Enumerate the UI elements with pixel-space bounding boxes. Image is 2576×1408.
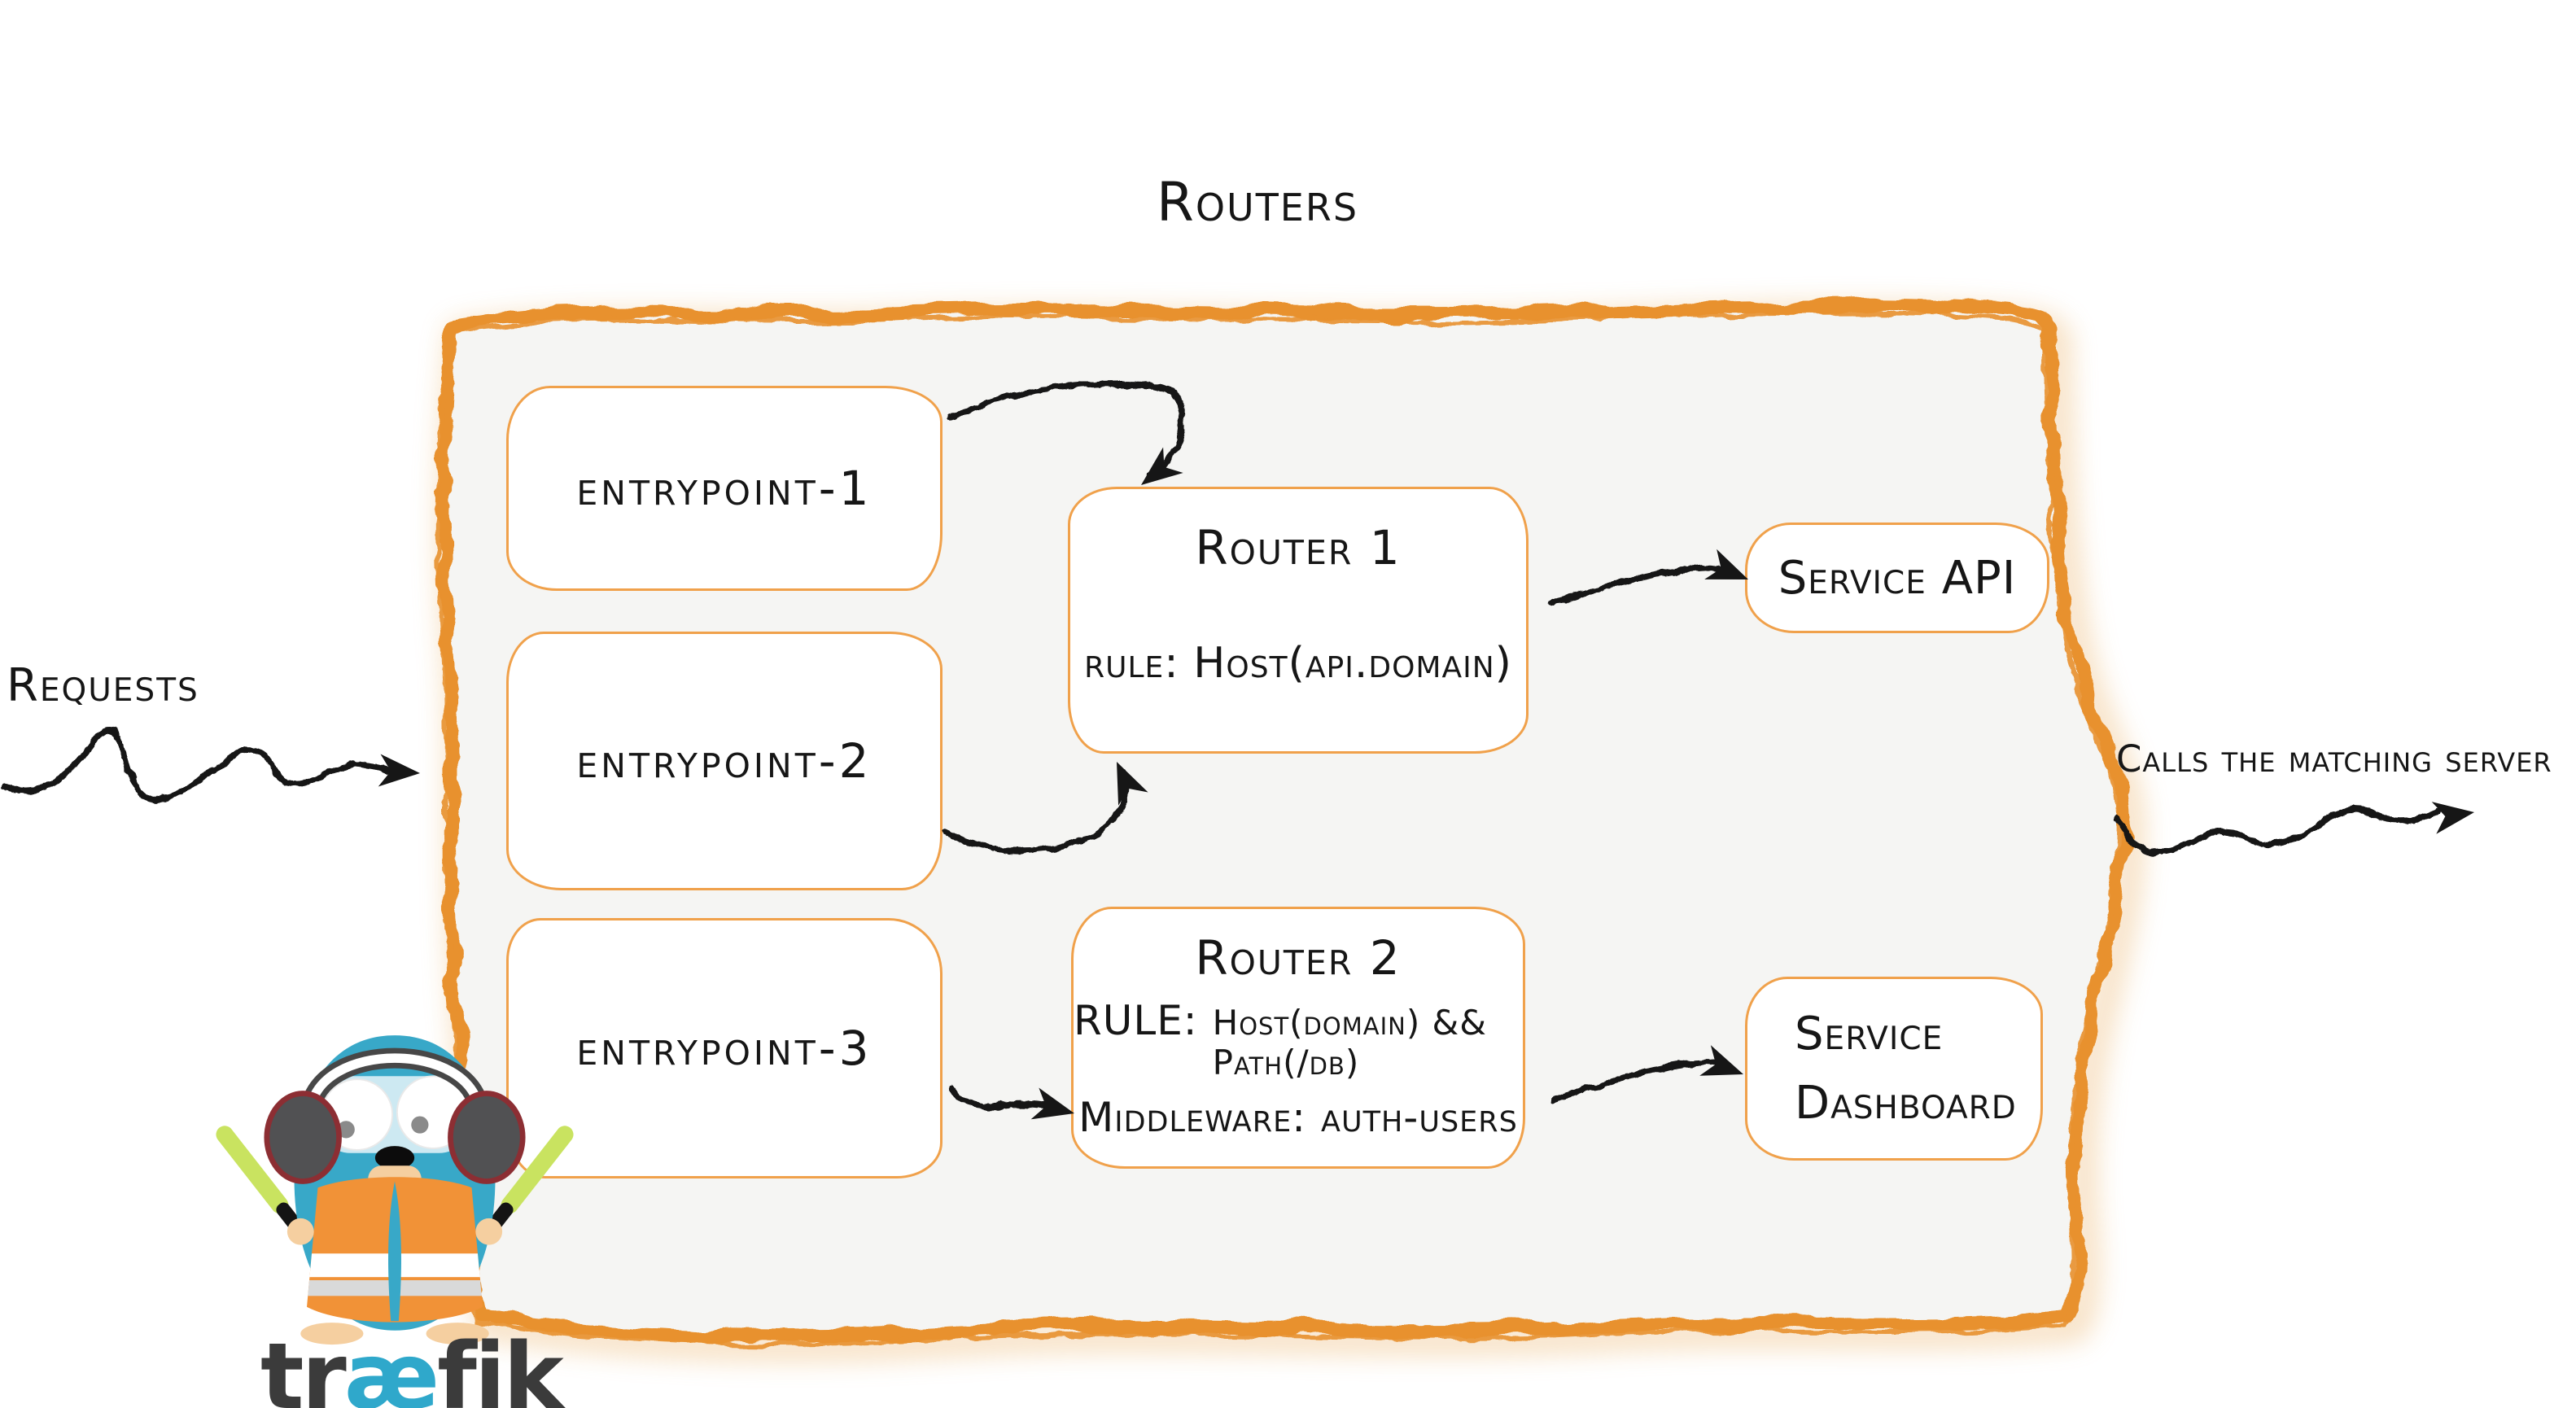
gopher-hand-right xyxy=(475,1218,503,1245)
headset-cup-left xyxy=(264,1091,342,1184)
wordmark-tr: tr xyxy=(260,1324,347,1408)
router-2-middleware-value: auth-users xyxy=(1321,1094,1518,1141)
service-dashboard-box: Service Dashboard xyxy=(1745,977,2043,1161)
arrowhead-requests xyxy=(378,754,420,787)
router-2-middleware: Middleware: auth-users xyxy=(1078,1094,1518,1141)
traefik-wordmark: træfik xyxy=(260,1331,564,1408)
gopher-pupil-left xyxy=(337,1121,355,1139)
router-2-box: Router 2 RULE: Host(domain) && Path(/db)… xyxy=(1071,907,1525,1169)
diagram-title: Routers xyxy=(1156,171,1359,234)
gopher-nose xyxy=(374,1146,415,1170)
entrypoint-1-box: entrypoint-1 xyxy=(506,386,942,591)
entrypoint-3-label: entrypoint-3 xyxy=(576,1021,873,1076)
entrypoint-1-label: entrypoint-1 xyxy=(576,461,873,516)
gopher-hand-left xyxy=(286,1218,314,1245)
arrowhead-service-dashboard xyxy=(1699,1045,1743,1076)
arrow-requests-in xyxy=(0,727,392,802)
wordmark-fik: fik xyxy=(437,1324,564,1408)
router-2-rule-value: Host(domain) && Path(/db) xyxy=(1212,1003,1488,1082)
service-api-label: Service API xyxy=(1778,551,2017,605)
requests-label: Requests xyxy=(7,659,199,712)
arrow-calls-out xyxy=(2115,807,2442,856)
router-1-rule: rule: Host(api.domain) xyxy=(1084,639,1512,688)
entrypoint-2-box: entrypoint-2 xyxy=(506,632,942,890)
router-2-rule-prefix: RULE: xyxy=(1074,997,1198,1044)
wordmark-ae: æ xyxy=(343,1324,440,1408)
arrow-entrypoint2-to-router1 xyxy=(942,768,1130,854)
entrypoint-2-label: entrypoint-2 xyxy=(576,733,873,789)
arrow-entrypoint1-to-router1 xyxy=(946,380,1187,479)
arrowhead-router1-bottom xyxy=(1117,762,1148,806)
arrow-router2-to-service-dashboard xyxy=(1550,1059,1732,1104)
arrow-router1-to-service-api xyxy=(1548,564,1737,607)
traefik-gopher-logo xyxy=(216,1035,574,1345)
service-api-box: Service API xyxy=(1745,523,2049,633)
vest-center-gap xyxy=(388,1181,401,1322)
arrowhead-calls-out xyxy=(2431,802,2474,834)
gopher-pupil-right xyxy=(411,1116,429,1134)
service-dashboard-label-line1: Service xyxy=(1795,1008,1944,1060)
router-1-title: Router 1 xyxy=(1195,520,1402,575)
router-2-rule: RULE: Host(domain) && Path(/db) xyxy=(1074,997,1523,1082)
router-2-title: Router 2 xyxy=(1195,930,1402,986)
headset-cup-right xyxy=(448,1091,526,1184)
router-1-box: Router 1 rule: Host(api.domain) xyxy=(1068,487,1529,754)
gopher-foot-left xyxy=(300,1323,364,1345)
arrow-entrypoint3-to-router2 xyxy=(949,1086,1066,1113)
calls-matching-server-label: Calls the matching server xyxy=(2116,737,2552,781)
router-2-middleware-prefix: Middleware: xyxy=(1078,1094,1307,1141)
service-dashboard-label-line2: Dashboard xyxy=(1795,1077,2017,1130)
